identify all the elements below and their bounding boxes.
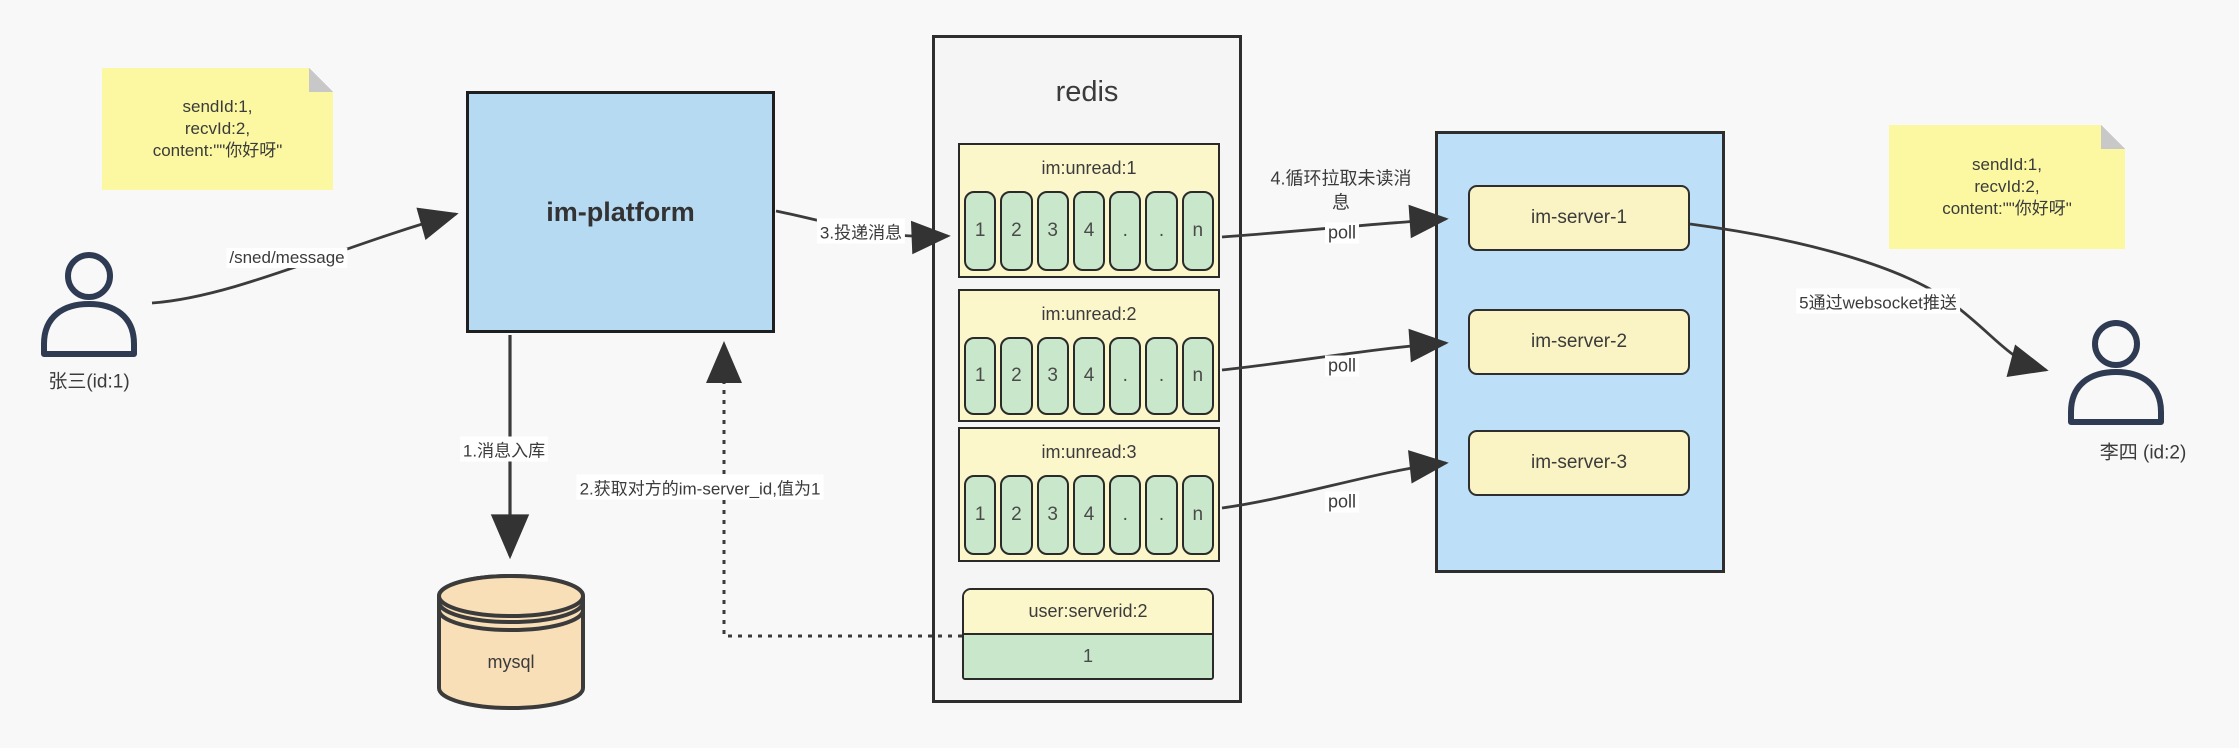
note-line: content:""你好呀" (1942, 199, 2072, 218)
redis-kv-user-serverid: user:serverid:2 1 (962, 588, 1214, 680)
queue-cell: . (1145, 337, 1178, 415)
database-cylinder-icon (437, 574, 585, 710)
queue-cell: n (1181, 191, 1214, 271)
queue-cell: 4 (1072, 337, 1106, 415)
im-platform-box: im-platform (466, 91, 775, 333)
queue-cell: 2 (1000, 337, 1033, 415)
step4-label: 4.循环拉取未读消息 (1270, 168, 1412, 213)
queue-cell: n (1181, 337, 1214, 415)
note-line: content:""你好呀" (152, 141, 283, 160)
sticky-note-right: sendId:1, recvId:2, content:""你好呀" (1889, 125, 2125, 249)
poll-label-2: poll (1324, 355, 1360, 377)
note-line: recvId:2, (1974, 177, 2040, 196)
queue-key-label: im:unread:1 (1041, 157, 1137, 178)
queue-cell: 3 (1036, 475, 1069, 555)
step2-label: 2.获取对方的im-server_id,值为1 (576, 474, 824, 500)
poll-label-1: poll (1324, 222, 1360, 244)
im-server-3-box: im-server-3 (1468, 430, 1690, 496)
queue-cell: 3 (1036, 337, 1069, 415)
receiver-label: 李四 (id:2) (2099, 442, 2187, 464)
step1-label: 1.消息入库 (459, 436, 549, 462)
person-icon (41, 252, 137, 357)
queue-cell: 1 (964, 475, 997, 555)
note-line: sendId:1, (182, 97, 253, 116)
queue-cells: 1 2 3 4 . . n (960, 337, 1218, 420)
note-line: sendId:1, (1972, 155, 2042, 174)
queue-cells: 1 2 3 4 . . n (960, 191, 1218, 276)
queue-cell: 2 (1000, 191, 1033, 271)
im-server-3-label: im-server-3 (1530, 452, 1628, 473)
poll-label-3: poll (1324, 491, 1360, 513)
step3-label: 3.投递消息 (816, 218, 906, 244)
queue-cell: . (1109, 475, 1142, 555)
queue-key-label: im:unread:3 (1041, 441, 1137, 462)
redis-title: redis (1055, 76, 1119, 108)
queue-cell: . (1109, 337, 1142, 415)
queue-cell: . (1145, 475, 1178, 555)
redis-queue-unread-1: im:unread:1 1 2 3 4 . . n (958, 143, 1220, 278)
sender-label: 张三(id:1) (48, 371, 130, 393)
im-server-1-box: im-server-1 (1468, 185, 1690, 251)
note-fold-icon (2101, 125, 2125, 149)
person-icon (2068, 320, 2164, 425)
note-fold-icon (309, 68, 333, 92)
queue-cell: 1 (964, 337, 997, 415)
queue-cell: 2 (1000, 475, 1033, 555)
mysql-database: mysql (435, 572, 587, 712)
queue-cell: . (1109, 191, 1142, 271)
note-line: recvId:2, (184, 119, 251, 138)
redis-queue-unread-2: im:unread:2 1 2 3 4 . . n (958, 289, 1220, 422)
im-server-2-box: im-server-2 (1468, 309, 1690, 375)
queue-cell: 1 (964, 191, 997, 271)
redis-queue-unread-3: im:unread:3 1 2 3 4 . . n (958, 427, 1220, 562)
queue-cell: 4 (1072, 475, 1106, 555)
im-server-2-label: im-server-2 (1530, 331, 1628, 352)
send-api-label: /sned/message (226, 248, 348, 268)
step5-label: 5通过websocket推送 (1796, 288, 1960, 314)
queue-cells: 1 2 3 4 . . n (960, 475, 1218, 560)
im-server-1-label: im-server-1 (1530, 207, 1628, 228)
queue-key-label: im:unread:2 (1041, 303, 1137, 324)
mysql-label: mysql (487, 652, 535, 672)
queue-cell: n (1181, 475, 1214, 555)
queue-cell: 4 (1072, 191, 1106, 271)
im-platform-label: im-platform (546, 196, 695, 227)
queue-cell: . (1145, 191, 1178, 271)
sticky-note-left: sendId:1, recvId:2, content:""你好呀" (102, 68, 333, 190)
kv-value: 1 (964, 635, 1212, 678)
kv-key-label: user:serverid:2 (964, 590, 1212, 635)
queue-cell: 3 (1036, 191, 1069, 271)
